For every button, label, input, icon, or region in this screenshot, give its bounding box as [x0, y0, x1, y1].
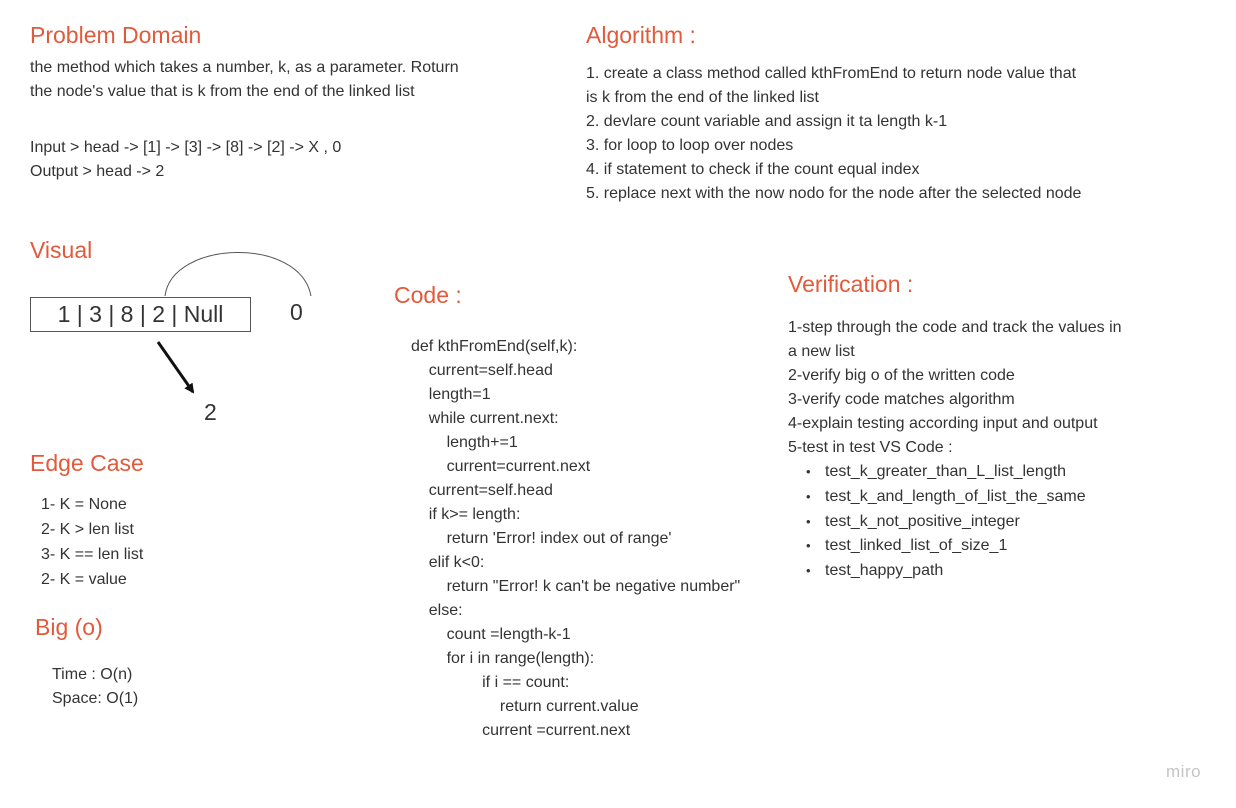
code-line: length+=1 — [411, 434, 518, 451]
input-example: Input > head -> [1] -> [3] -> [8] -> [2]… — [30, 139, 342, 156]
code-line: elif k<0: — [411, 554, 485, 571]
code-line: current=current.next — [411, 458, 591, 475]
edge-case-list: 1- K = None 2- K > len list 3- K == len … — [41, 492, 301, 592]
space-complexity: Space: O(1) — [52, 690, 139, 707]
verification-steps: 1-step through the code and track the va… — [788, 316, 1208, 584]
code-line: length=1 — [411, 386, 491, 403]
edge-case-item: 3- K == len list — [41, 546, 144, 563]
big-o-values: Time : O(n) Space: O(1) — [52, 663, 252, 711]
algorithm-step: 5. replace next with the now nodo for th… — [586, 185, 1082, 202]
code-line: while current.next: — [411, 410, 559, 427]
big-o-heading: Big (o) — [35, 614, 103, 640]
test-list: test_k_greater_than_L_list_length test_k… — [788, 460, 1208, 584]
output-example: Output > head -> 2 — [30, 163, 165, 180]
algorithm-step: 4. if statement to check if the count eq… — [586, 161, 920, 178]
algorithm-step: is k from the end of the linked list — [586, 89, 819, 106]
code-line: return 'Error! index out of range' — [411, 530, 672, 547]
code-line: current =current.next — [411, 722, 631, 739]
input-output-example: Input > head -> [1] -> [3] -> [8] -> [2]… — [30, 136, 550, 184]
code-line: if i == count: — [411, 674, 570, 691]
verification-step: 3-verify code matches algorithm — [788, 391, 1015, 408]
verification-heading: Verification : — [788, 271, 914, 297]
k-value-label: 0 — [290, 299, 303, 325]
verification-step: 1-step through the code and track the va… — [788, 319, 1122, 336]
edge-case-item: 2- K > len list — [41, 521, 134, 538]
code-line: def kthFromEnd(self,k): — [411, 338, 578, 355]
code-listing: def kthFromEnd(self,k): current=self.hea… — [411, 335, 831, 743]
test-item: test_k_not_positive_integer — [788, 510, 1208, 535]
problem-description-line: the node's value that is k from the end … — [30, 83, 415, 100]
algorithm-heading: Algorithm : — [586, 22, 696, 48]
edge-case-item: 2- K = value — [41, 571, 127, 588]
miro-watermark: miro — [1166, 762, 1202, 781]
code-line: for i in range(length): — [411, 650, 595, 667]
code-line: current=self.head — [411, 482, 553, 499]
verification-step: 5-test in test VS Code : — [788, 439, 953, 456]
code-line: return current.value — [411, 698, 639, 715]
verification-step: 2-verify big o of the written code — [788, 367, 1015, 384]
code-line: current=self.head — [411, 362, 553, 379]
test-item: test_linked_list_of_size_1 — [788, 534, 1208, 559]
visual-heading: Visual — [30, 237, 93, 263]
curved-connector — [164, 252, 312, 297]
code-line: return "Error! k can't be negative numbe… — [411, 578, 741, 595]
verification-step: a new list — [788, 343, 855, 360]
problem-description-line: the method which takes a number, k, as a… — [30, 59, 459, 76]
linked-list-box: 1 | 3 | 8 | 2 | Null — [30, 297, 251, 332]
problem-description: the method which takes a number, k, as a… — [30, 56, 540, 104]
test-item: test_k_and_length_of_list_the_same — [788, 485, 1208, 510]
code-heading: Code : — [394, 282, 462, 308]
code-line: count =length-k-1 — [411, 626, 571, 643]
algorithm-steps: 1. create a class method called kthFromE… — [586, 62, 1186, 206]
code-line: else: — [411, 602, 463, 619]
verification-step: 4-explain testing according input and ou… — [788, 415, 1098, 432]
test-item: test_happy_path — [788, 559, 1208, 584]
algorithm-step: 3. for loop to loop over nodes — [586, 137, 794, 154]
algorithm-step: 1. create a class method called kthFromE… — [586, 65, 1077, 82]
test-item: test_k_greater_than_L_list_length — [788, 460, 1208, 485]
edge-case-item: 1- K = None — [41, 496, 127, 513]
code-line: if k>= length: — [411, 506, 521, 523]
result-arrow — [156, 341, 195, 394]
edge-case-heading: Edge Case — [30, 450, 144, 476]
problem-domain-heading: Problem Domain — [30, 22, 202, 48]
algorithm-step: 2. devlare count variable and assign it … — [586, 113, 948, 130]
time-complexity: Time : O(n) — [52, 666, 133, 683]
result-value-label: 2 — [204, 399, 217, 425]
